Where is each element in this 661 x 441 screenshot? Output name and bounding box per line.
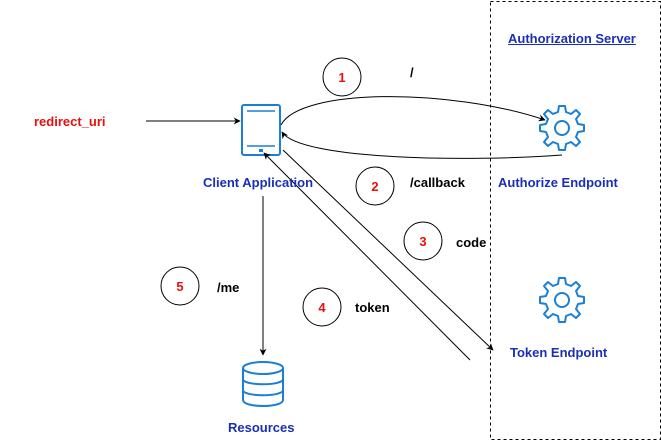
step-2-circle [355, 166, 395, 206]
step-1-circle [322, 57, 362, 97]
callback-redirect-arrow [281, 131, 563, 159]
authorization-server-boundary [490, 1, 661, 440]
code-exchange-arrow [282, 149, 494, 351]
authorization-server-title: Authorization Server [508, 31, 636, 46]
authorize-endpoint-label: Authorize Endpoint [498, 175, 618, 190]
authorize-request-arrow [280, 96, 546, 126]
step-1-path-label: / [410, 65, 414, 80]
step-3-path-label: code [456, 235, 487, 250]
step-4-number: 4 [318, 299, 326, 315]
step-2-number: 2 [371, 178, 379, 194]
step-5-path-label: /me [217, 280, 240, 295]
redirect-uri-label: redirect_uri [34, 114, 106, 129]
database-icon [242, 361, 284, 407]
token-endpoint-gear-icon [539, 277, 585, 323]
step-4-circle [302, 287, 342, 327]
mobile-device-icon [241, 104, 281, 156]
token-return-arrow [263, 152, 471, 361]
step-3-number: 3 [419, 233, 427, 249]
token-endpoint-label: Token Endpoint [510, 345, 608, 360]
step-5-number: 5 [176, 278, 184, 294]
authorize-endpoint-gear-icon [539, 105, 585, 151]
client-application-label: Client Application [203, 175, 314, 190]
step-2-path-label: /callback [410, 175, 465, 190]
step-5-circle [160, 266, 200, 306]
resources-label: Resources [228, 420, 295, 435]
step-4-path-label: token [355, 300, 390, 315]
step-1-number: 1 [338, 69, 346, 85]
step-3-circle [403, 221, 443, 261]
